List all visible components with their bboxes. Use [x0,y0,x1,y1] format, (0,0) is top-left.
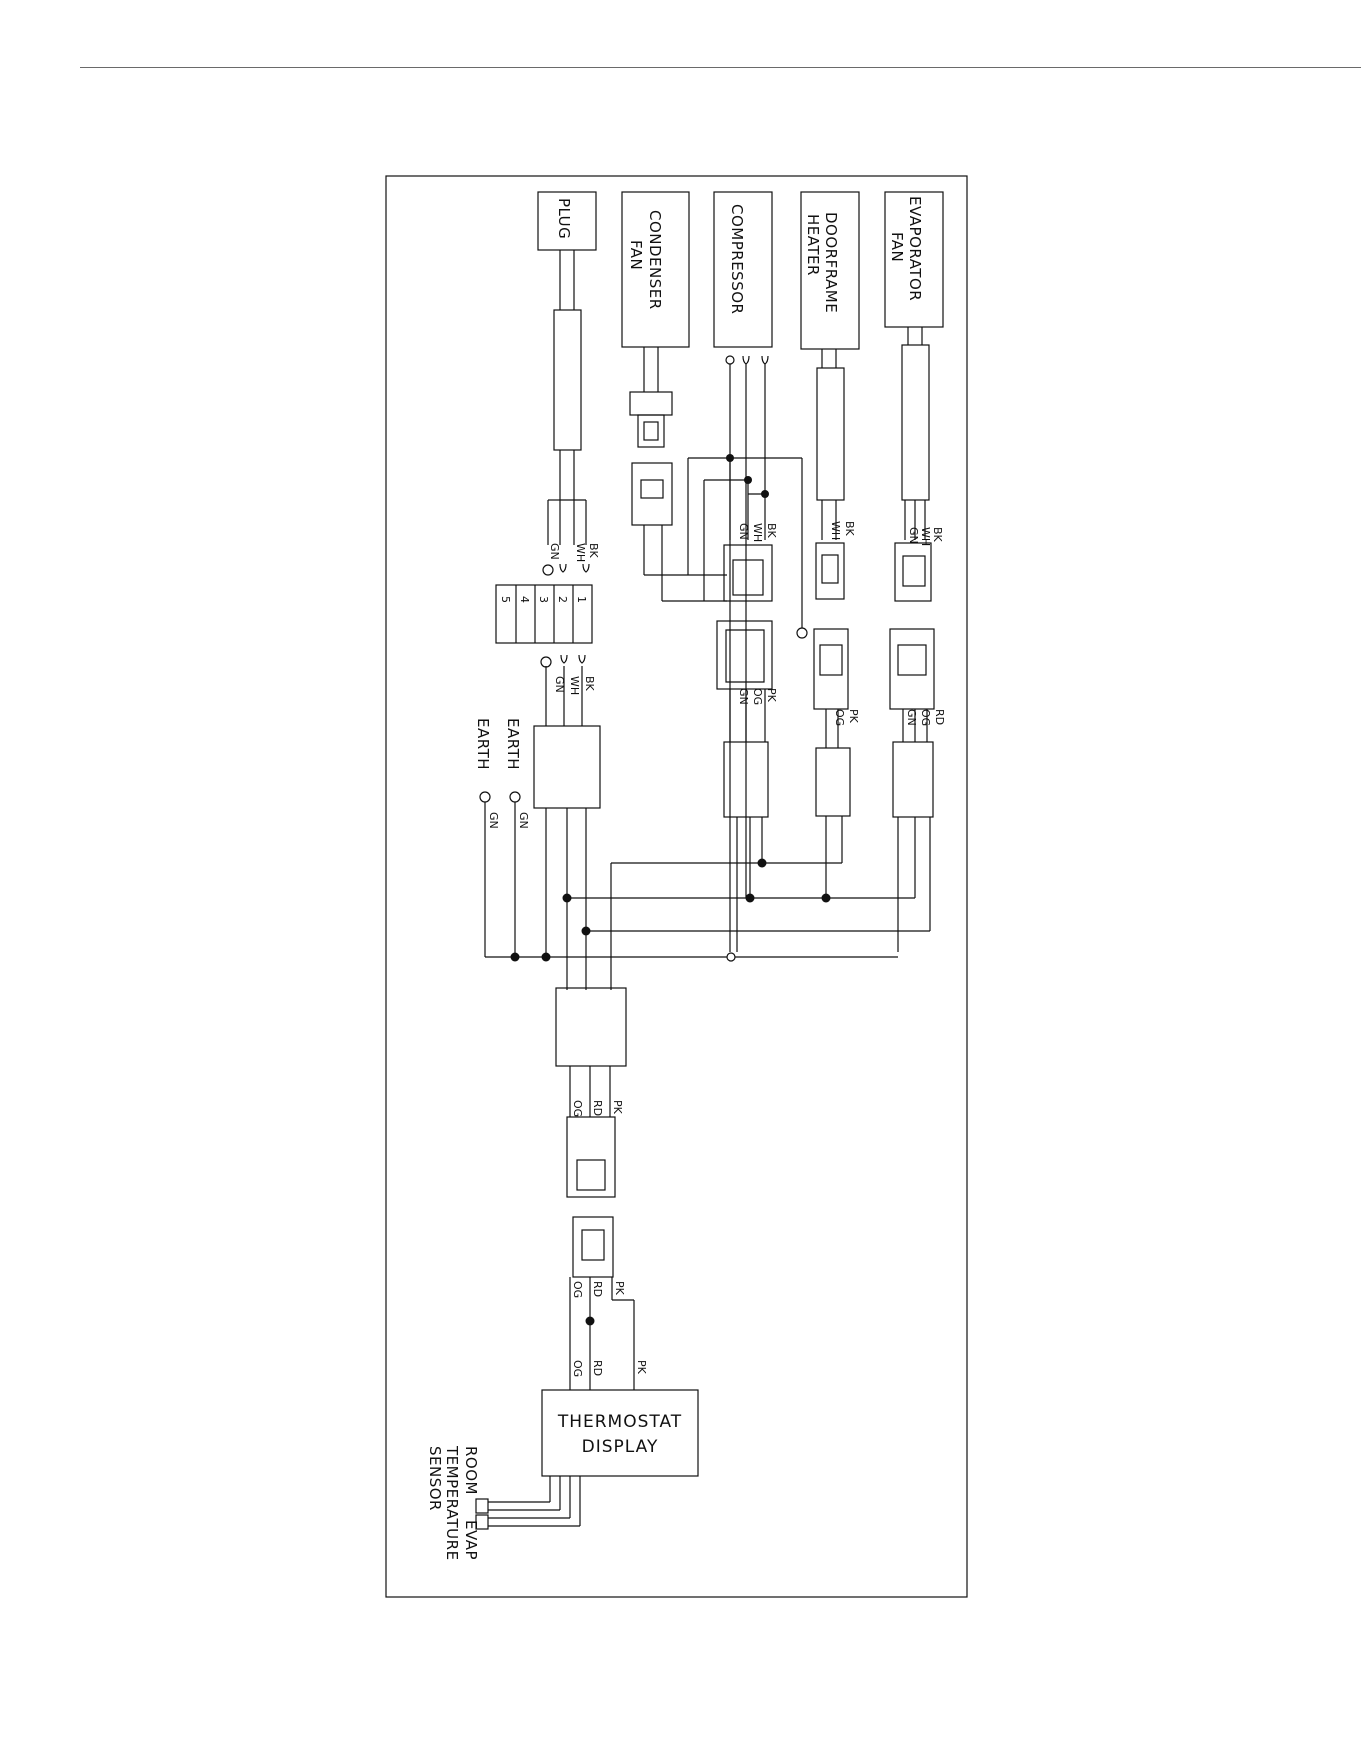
wire-label: GN [737,523,750,540]
wire-label: OG [833,709,846,726]
wire-label: OG [919,709,932,726]
wire-label: RD [591,1281,604,1297]
wire-label: WH [751,523,764,542]
evap-sleeve-lower [893,742,933,817]
thermostat-label-2: DISPLAY [582,1437,659,1457]
heater-connector-top [816,543,844,599]
wire-label: PK [765,688,778,703]
main-connector-top [567,1117,615,1197]
wire-label: OG [571,1281,584,1298]
condenser-connector-female [632,463,672,525]
wire-label: GN [553,676,566,693]
wire-label: OG [751,688,764,705]
plug-sleeve [554,310,581,450]
room-sensor-tip [476,1499,488,1513]
doorframe-heater-label-2: HEATER [804,214,822,276]
diagram-frame [386,176,967,1597]
block-num-3: 3 [537,596,550,603]
plug-label: PLUG [555,198,573,239]
wire-label: OG [571,1360,584,1377]
wire-label: PK [611,1100,624,1115]
evap-connector-bottom [890,629,934,709]
condenser-connector-male [630,392,672,415]
wire-label: BK [765,523,778,539]
block-num-5: 5 [499,596,512,603]
terminal-block [496,585,592,643]
sensor-label-2: SENSOR [426,1446,444,1511]
evaporator-fan-label-1: EVAPORATOR [906,196,924,301]
compressor-connector-top [724,545,772,601]
sensor-label-1: TEMPERATURE [443,1445,461,1561]
main-sleeve-upper [534,726,600,808]
wire-label: WH [574,543,587,562]
wire-label: WH [829,521,842,540]
condenser-fan-label-2: FAN [627,240,645,270]
heater-connector-bottom [814,629,848,709]
wire-label: GN [487,812,500,829]
thermostat-label-1: THERMOSTAT [557,1412,682,1432]
wire-label: RD [591,1360,604,1376]
wire-label: RD [933,709,946,725]
condenser-fan-label-1: CONDENSER [646,210,664,310]
heater-sleeve [817,368,844,500]
compressor-label: COMPRESSOR [728,204,746,314]
wire-label: GN [737,688,750,705]
wire-label: OG [571,1100,584,1117]
wire-label: GN [905,709,918,726]
block-num-2: 2 [556,596,569,603]
room-sensor-label: ROOM [462,1446,480,1495]
wire-label: PK [635,1360,648,1375]
wire-label: RD [591,1100,604,1116]
doorframe-heater-label-1: DOORFRAME [822,212,840,313]
heater-sleeve-lower [816,748,850,816]
main-connector-bottom [573,1217,613,1277]
evaporator-fan-label-2: FAN [888,232,906,262]
wire-label: WH [568,676,581,695]
wire-label: PK [847,709,860,724]
evap-sleeve [902,345,929,500]
main-sleeve-lower [556,988,626,1066]
wire-label: BK [587,543,600,559]
earth-label-2: EARTH [474,718,492,770]
wire-label: BK [843,521,856,537]
wire-label: PK [613,1281,626,1296]
earth-label-1: EARTH [504,718,522,770]
block-num-4: 4 [518,596,531,603]
wire-label: GN [548,543,561,560]
wire-label: GN [907,527,920,544]
wire-label: GN [517,812,530,829]
block-num-1: 1 [575,596,588,603]
evap-sensor-label: EVAP [462,1520,480,1560]
wire-label: BK [583,676,596,692]
thermostat-box [542,1390,698,1476]
